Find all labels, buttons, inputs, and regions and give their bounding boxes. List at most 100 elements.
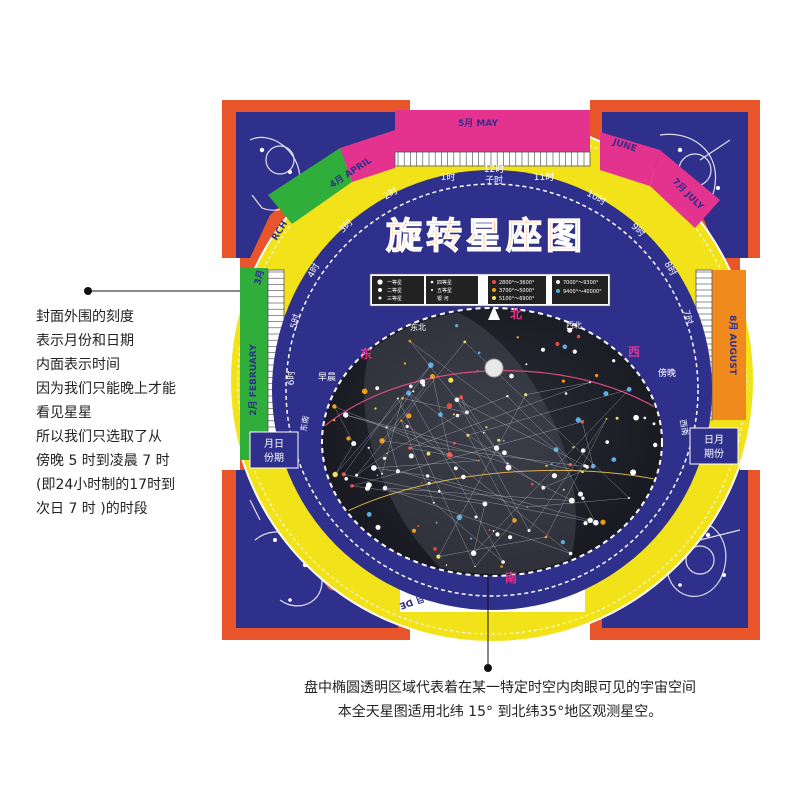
hour-6: 6时 [285,371,297,386]
constellation-line [384,487,572,501]
sky-star [382,456,387,460]
constellation-line [373,460,479,469]
constellation-line [467,435,515,521]
left-callout-line: 次日 7 时 )的时段 [36,501,148,517]
sky-star [455,324,459,328]
constellation-line [507,396,583,473]
sky-star [508,535,513,540]
constellation-line [382,440,588,468]
sky-star [567,327,573,333]
sky-star [525,363,528,366]
direction-west: 西 [628,345,640,359]
constellation-line [401,420,571,554]
hour-11: 11时 [534,171,554,183]
sky-star [530,482,534,486]
sky-star [605,440,609,444]
sky-star [426,451,431,456]
sky-star [420,482,423,484]
left-callout-line: (即24小时制的17时到 [36,477,176,493]
legend-temp2: 3700°～5000° [499,288,535,294]
legend-mag5: 五等星 [437,287,452,294]
legend-mag4: 四等星 [437,279,452,286]
callout-connectors [84,287,492,672]
sky-star [603,391,609,397]
sky-star [435,521,438,524]
sky-star [516,336,519,339]
sky-star [365,485,370,491]
sky-star [576,334,581,339]
corner-panel-bottom-left [236,470,398,628]
sky-star [600,519,606,525]
constellation-line [402,398,467,413]
constellation-line [384,487,571,554]
direction-evening: 傍晚 [658,367,676,379]
star-legend: 一等星 二等星 三等星 四等星 五等星 银 河 2800°～3600° 3700… [369,273,611,307]
sky-star [564,392,568,395]
month-label-november: 11月 NOVEMBER [437,594,519,605]
sky-star [461,474,466,480]
constellation-line [343,398,399,475]
sky-star [376,474,379,477]
constellation-line [457,395,508,416]
sky-star [485,426,488,429]
constellation-line [373,467,428,477]
corner-panel-bottom-right [602,470,748,628]
constellation-line [408,392,544,488]
sky-star [633,414,639,421]
sky-star [562,344,568,350]
legend-temp4: 7000°～9300° [563,280,599,286]
sky-star [541,347,545,352]
sky-star [403,362,407,365]
constellation-line [409,382,590,449]
sky-star [344,477,349,481]
legend-temp5: 9400°～40000° [563,289,602,295]
constellation-line [438,536,547,557]
legend-mag1: 一等星 [387,279,402,286]
constellation-line [351,485,485,505]
sky-star [412,390,415,393]
sky-star [643,416,647,420]
sky-star [446,403,453,409]
side-box-right-line2: 期份 [704,448,724,460]
sky-star [448,377,454,383]
direction-morning: 早晨 [318,372,336,383]
sky-window [321,307,663,577]
month-label-february: 2月 FEBRUARY [248,344,259,416]
direction-northeast: 东北 [410,322,426,332]
constellation-line [467,389,630,436]
constellation-line [545,418,607,538]
left-callout-line: 看见星星 [36,405,92,421]
hour-1: 1时 [441,171,456,183]
constellation-line [409,340,557,450]
sky-star [375,386,380,391]
sky-star [492,530,495,532]
sky-star [474,515,478,519]
sky-star [488,529,491,532]
constellation-line [397,470,528,508]
sky-star [551,473,558,479]
sky-star [445,564,448,566]
bottom-callout-text: 盘中椭圆透明区域代表着在某一特定时空内肉眼可见的宇宙空间 本全天星图适用北纬 1… [230,676,770,724]
constellation-line [525,382,590,395]
bottom-callout-line: 本全天星图适用北纬 15° 到北纬35°地区观测星空。 [337,704,663,720]
sky-star [653,442,658,448]
constellation-line [409,447,479,461]
bottom-callout-line: 盘中椭圆透明区域代表着在某一特定时空内肉眼可见的宇宙空间 [304,680,696,696]
sky-star [374,407,377,410]
sky-star [476,369,479,372]
left-callout-line: 因为我们只能晚上才能 [36,381,176,397]
constellation-line [528,418,607,531]
constellation-line [432,376,451,455]
left-callout-line: 表示月份和日期 [36,333,134,349]
hour-5: 5时 [287,313,302,330]
sky-star [615,416,619,420]
constellation-line [386,364,432,428]
sky-star [332,404,337,409]
side-box-right-line1: 日月 [704,434,724,446]
constellation-line [401,420,435,503]
sky-star [561,379,566,383]
hour-noon-sub: 子时 [485,174,503,186]
constellation-line [473,503,486,554]
constellation-line [433,502,504,563]
direction-north: 北 [510,306,522,321]
